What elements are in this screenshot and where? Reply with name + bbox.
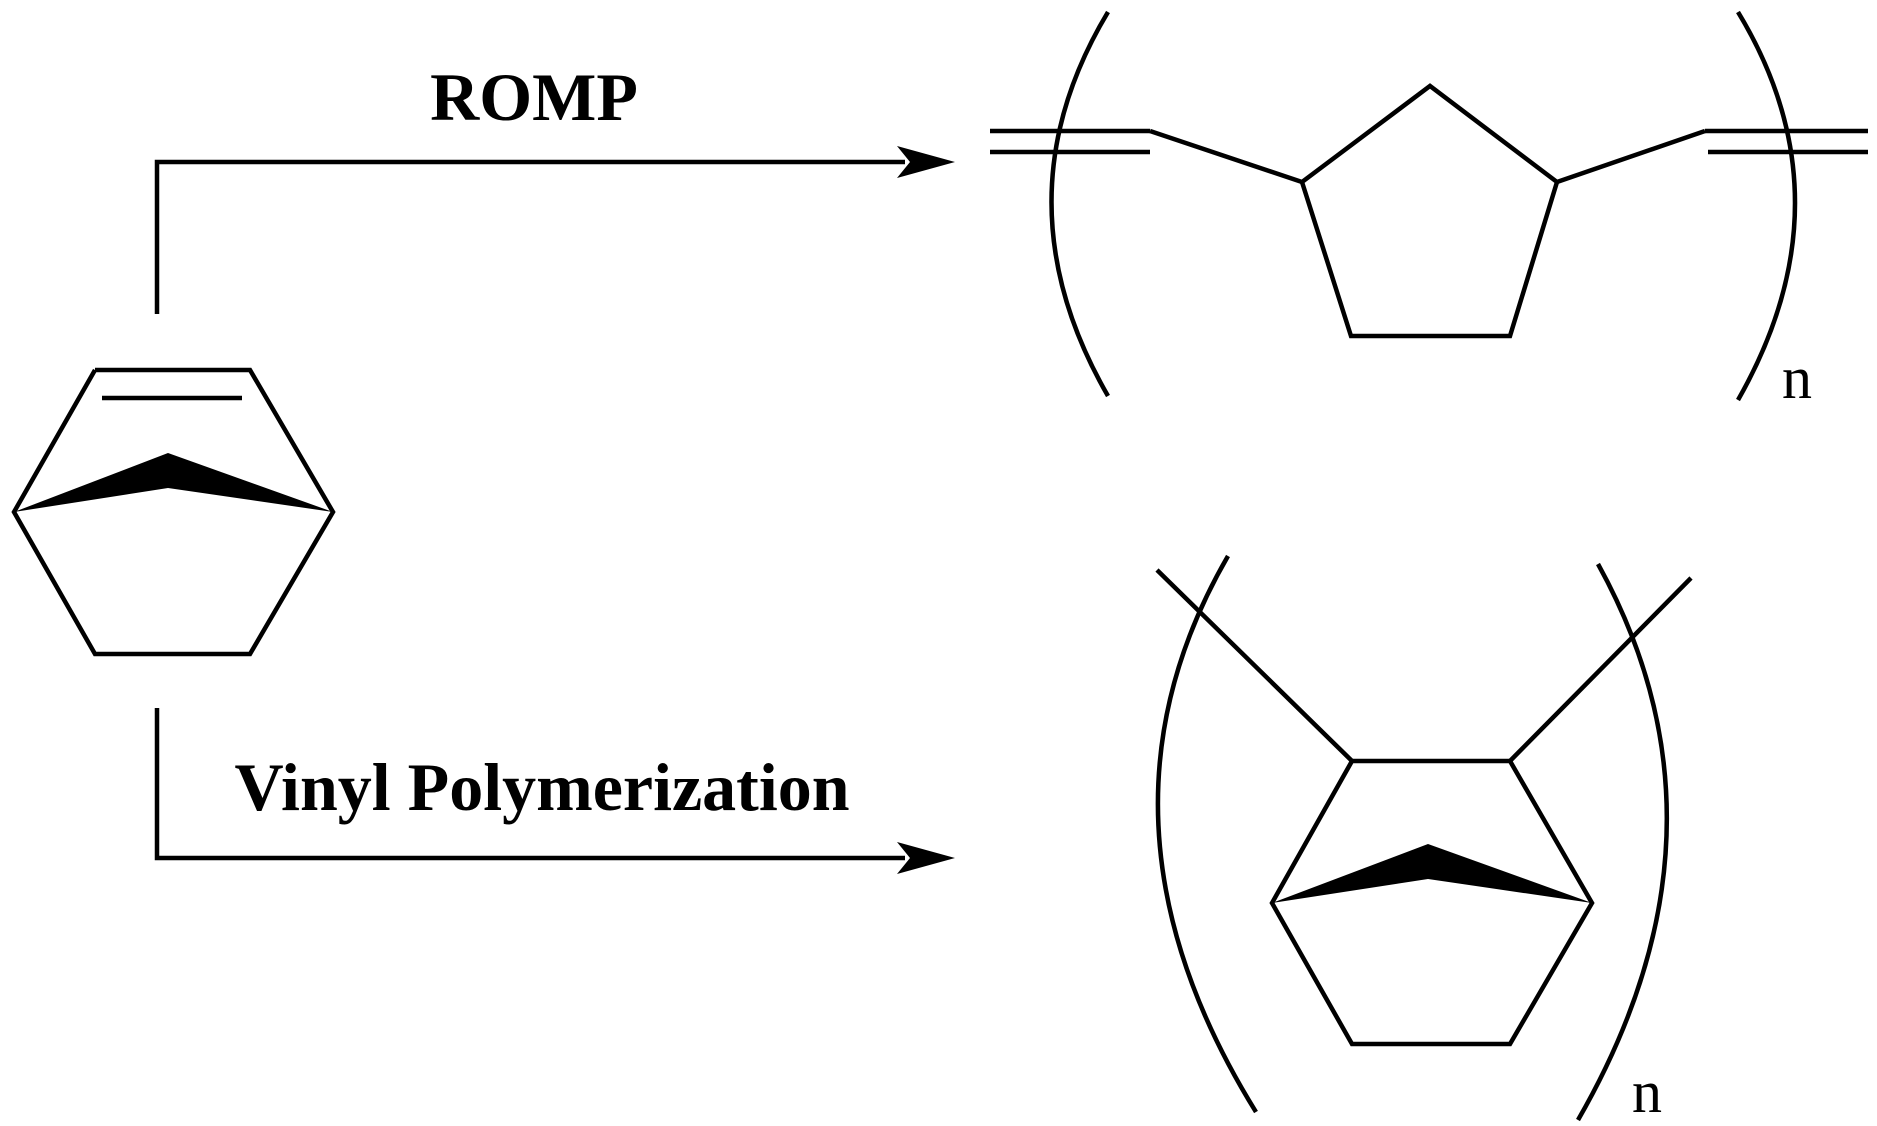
romp-left-bracket [1049, 10, 1110, 398]
romp-arrow-line [154, 159, 905, 314]
vinyl-norbornane-ring [1269, 758, 1595, 1047]
romp-repeat-subscript: n [1782, 345, 1812, 411]
vinyl-left-backbone-bond [1155, 568, 1354, 763]
vinyl-bridge-wedge-right [1428, 844, 1592, 903]
vinyl-repeat-subscript: n [1632, 1059, 1662, 1125]
vinyl-bridge-wedge-left [1272, 844, 1428, 903]
vinyl-arrow-head [897, 842, 955, 874]
romp-arrow: ROMP [154, 59, 955, 314]
romp-backbone-and-ring [1149, 83, 1706, 185]
vinyl-right-backbone-bond [1508, 576, 1693, 763]
romp-cyclopentane-lower [1299, 181, 1560, 339]
romp-right-bracket [1736, 10, 1798, 402]
vinyl-left-bracket [1155, 554, 1258, 1114]
romp-arrow-head [897, 146, 955, 178]
monomer-bridge-wedge-left [14, 453, 168, 512]
monomer-bridge-wedge-right [168, 453, 333, 512]
vinyl-polymerization-label: Vinyl Polymerization [234, 749, 849, 825]
vinyl-arrow-line [154, 708, 905, 861]
monomer-ring-bonds [11, 367, 336, 657]
romp-polymer-product: n [990, 10, 1868, 411]
vinyl-polymer-product: n [1155, 554, 1693, 1125]
norbornene-monomer [11, 367, 336, 657]
romp-label: ROMP [430, 59, 638, 135]
vinyl-polymerization-arrow: Vinyl Polymerization [154, 708, 955, 874]
